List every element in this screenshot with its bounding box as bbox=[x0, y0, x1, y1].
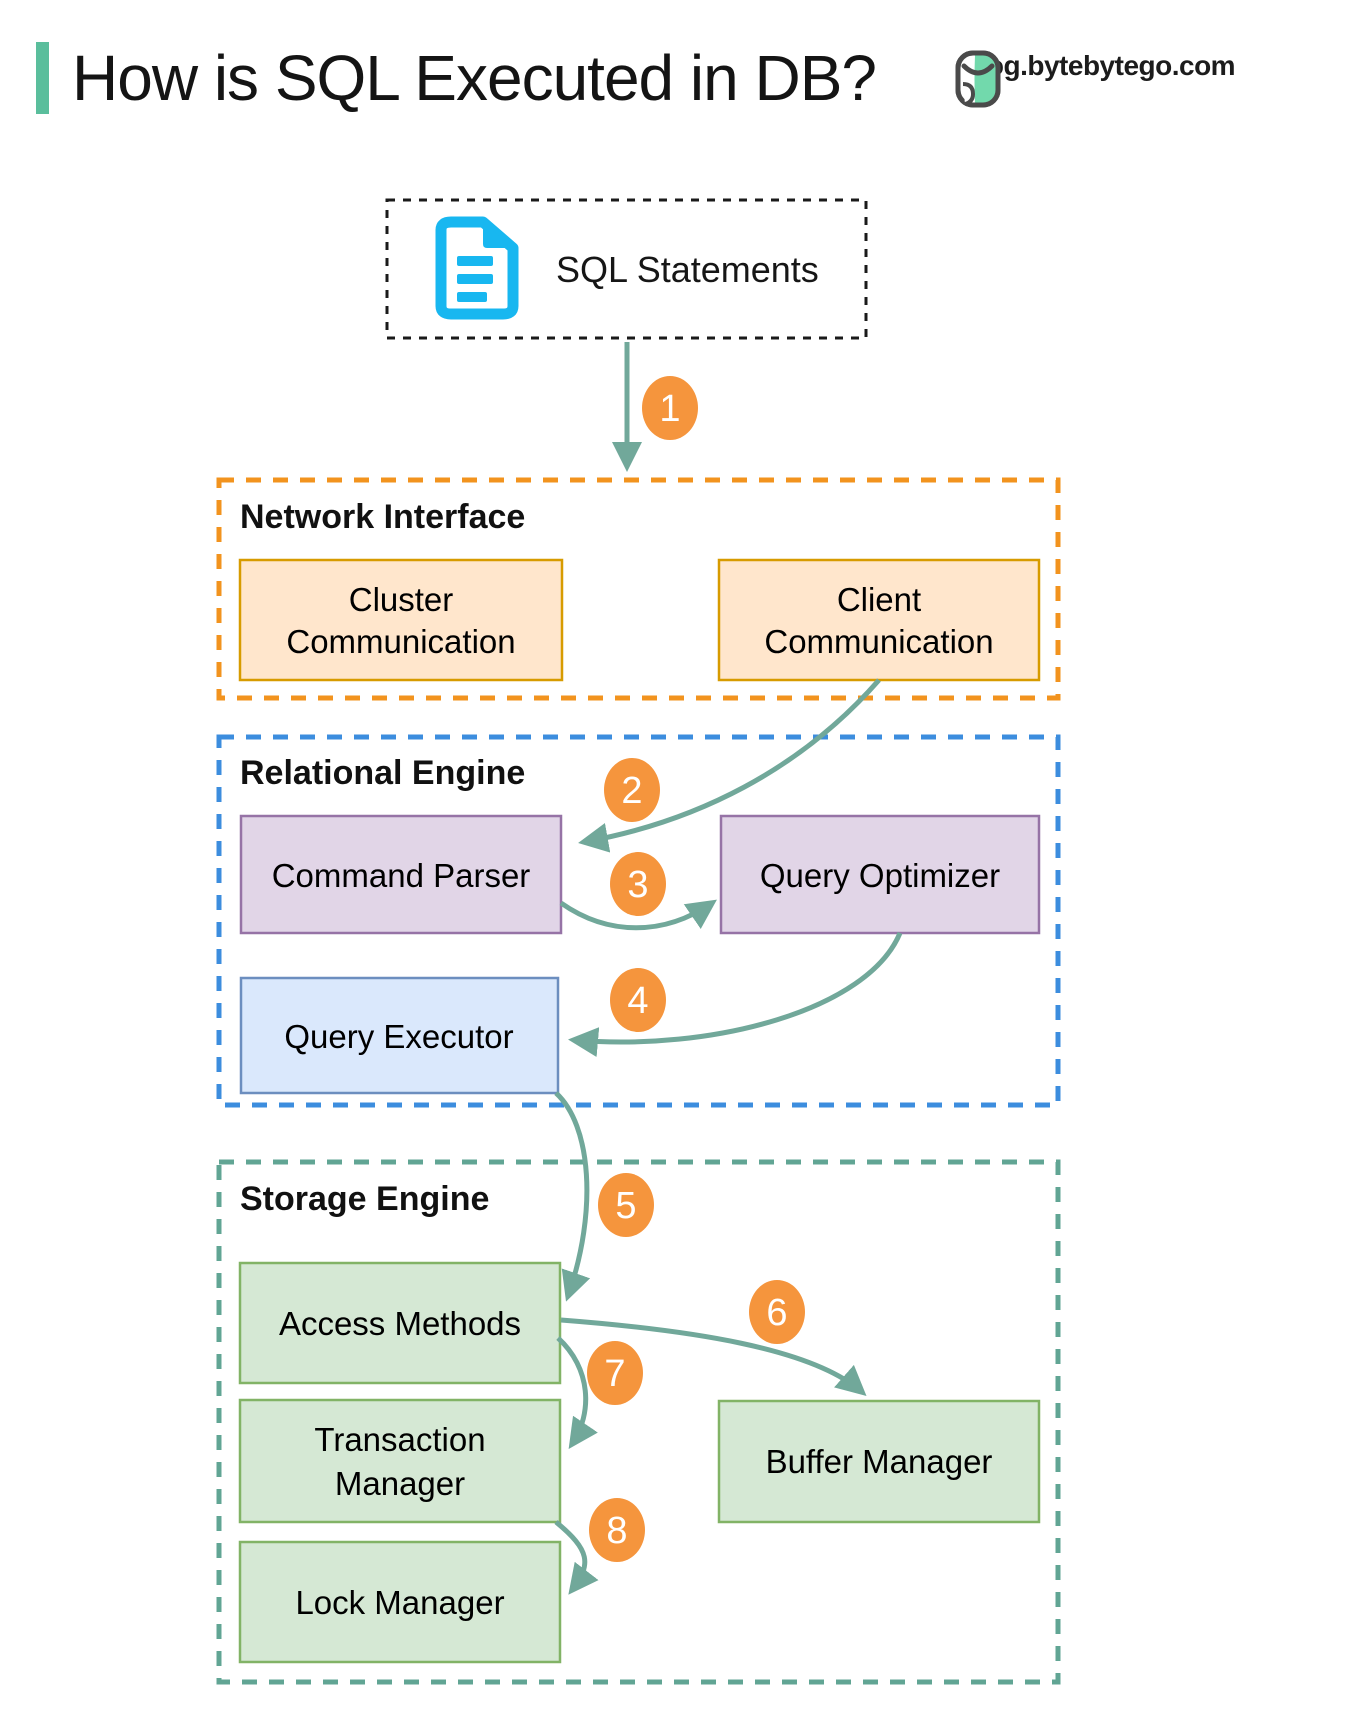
relational-engine-label: Relational Engine bbox=[240, 754, 525, 792]
svg-text:Command Parser: Command Parser bbox=[272, 857, 531, 894]
node-lock-manager: Lock Manager bbox=[238, 1540, 562, 1664]
svg-text:Client: Client bbox=[837, 581, 921, 618]
svg-text:Cluster: Cluster bbox=[349, 581, 454, 618]
sql-statements-box: SQL Statements bbox=[385, 198, 868, 340]
arrow-2 bbox=[578, 678, 881, 853]
sql-statements-label: SQL Statements bbox=[556, 249, 819, 290]
title-accent-bar bbox=[36, 42, 49, 114]
step-badge-1: 1 bbox=[642, 376, 698, 440]
step-badge-7: 7 bbox=[587, 1341, 643, 1405]
group-relational-engine: Relational Engine Command Parser Query O… bbox=[216, 734, 1061, 1108]
arrow-5 bbox=[554, 1091, 591, 1302]
node-client-communication: Client Communication bbox=[717, 558, 1041, 682]
svg-text:6: 6 bbox=[766, 1292, 787, 1334]
node-access-methods: Access Methods bbox=[238, 1261, 562, 1385]
svg-text:Query Optimizer: Query Optimizer bbox=[760, 857, 1000, 894]
step-badge-5: 5 bbox=[598, 1173, 654, 1237]
arrow-4 bbox=[568, 932, 903, 1058]
group-network-interface: Network Interface Cluster Communication … bbox=[216, 477, 1061, 701]
svg-text:2: 2 bbox=[621, 770, 642, 812]
page-title: How is SQL Executed in DB? bbox=[72, 42, 877, 114]
svg-text:Query Executor: Query Executor bbox=[284, 1018, 513, 1055]
arrow-3 bbox=[559, 899, 717, 931]
brand: blog.bytebytego.com bbox=[955, 50, 1236, 108]
svg-text:Manager: Manager bbox=[335, 1465, 465, 1502]
step-badge-2: 2 bbox=[604, 758, 660, 822]
storage-engine-label: Storage Engine bbox=[240, 1180, 489, 1218]
step-badge-6: 6 bbox=[749, 1280, 805, 1344]
step-badge-4: 4 bbox=[610, 968, 666, 1032]
svg-text:Communication: Communication bbox=[764, 623, 993, 660]
svg-text:5: 5 bbox=[615, 1185, 636, 1227]
svg-text:Transaction: Transaction bbox=[314, 1421, 485, 1458]
svg-text:1: 1 bbox=[659, 388, 680, 430]
svg-text:3: 3 bbox=[627, 864, 648, 906]
svg-text:Buffer Manager: Buffer Manager bbox=[766, 1443, 993, 1480]
network-interface-label: Network Interface bbox=[240, 498, 525, 536]
document-icon bbox=[435, 216, 519, 320]
flow-arrows bbox=[554, 342, 903, 1595]
step-badge-3: 3 bbox=[610, 852, 666, 916]
svg-text:Access Methods: Access Methods bbox=[279, 1305, 521, 1342]
brand-site-text: blog.bytebytego.com bbox=[963, 50, 1236, 81]
svg-text:7: 7 bbox=[604, 1353, 625, 1395]
svg-text:4: 4 bbox=[627, 980, 648, 1022]
node-buffer-manager: Buffer Manager bbox=[717, 1399, 1041, 1524]
arrow-8 bbox=[554, 1520, 599, 1595]
arrow-6 bbox=[560, 1317, 867, 1396]
group-storage-engine: Storage Engine Access Methods Transactio… bbox=[216, 1159, 1061, 1685]
node-query-executor: Query Executor bbox=[239, 976, 560, 1095]
node-query-optimizer: Query Optimizer bbox=[719, 814, 1041, 935]
node-cluster-communication: Cluster Communication bbox=[238, 558, 564, 682]
node-command-parser: Command Parser bbox=[239, 814, 563, 935]
node-transaction-manager: Transaction Manager bbox=[238, 1398, 562, 1524]
step-badge-8: 8 bbox=[589, 1498, 645, 1562]
svg-text:8: 8 bbox=[606, 1510, 627, 1552]
svg-text:Communication: Communication bbox=[286, 623, 515, 660]
arrow-7 bbox=[556, 1336, 598, 1449]
step-badges: 1 2 3 4 5 6 7 8 bbox=[587, 376, 805, 1562]
svg-text:Lock Manager: Lock Manager bbox=[295, 1584, 504, 1621]
